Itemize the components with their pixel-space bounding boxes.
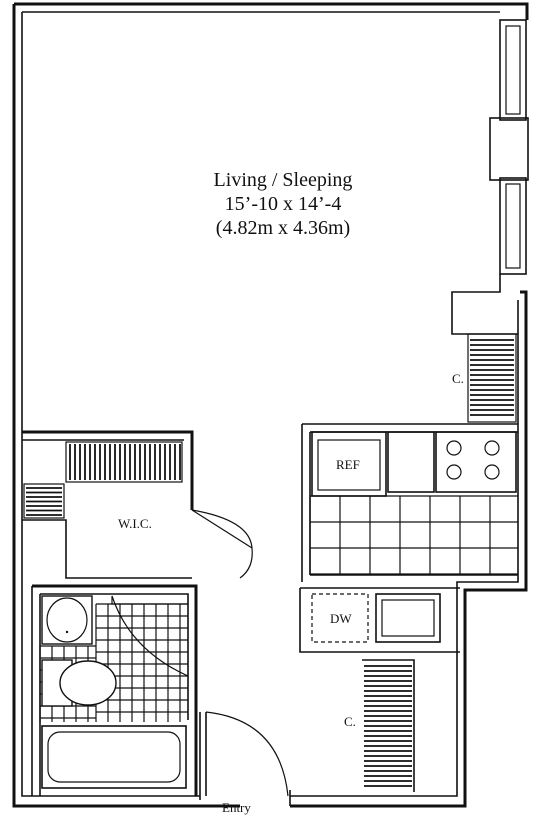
dw-label: DW bbox=[330, 611, 352, 626]
burner-icon bbox=[446, 440, 462, 456]
room-name: Living / Sleeping bbox=[214, 169, 353, 191]
sink-cabinet bbox=[387, 431, 435, 493]
exterior-walls bbox=[12, 2, 529, 808]
wic-rods-top bbox=[69, 444, 181, 480]
closet-lower-rods bbox=[364, 665, 412, 787]
closet-lower bbox=[362, 659, 415, 792]
entry-door bbox=[199, 711, 289, 800]
ref-label: REF bbox=[336, 457, 360, 472]
closet-upper-label: C. bbox=[452, 371, 464, 386]
bathroom-fixtures bbox=[41, 595, 187, 789]
room-dims-metric: (4.82m x 4.36m) bbox=[216, 217, 350, 239]
closet-upper-rods bbox=[470, 339, 514, 416]
windows bbox=[451, 19, 529, 335]
walk-in-closet bbox=[22, 430, 253, 579]
kitchen-floor-tiles bbox=[309, 495, 518, 576]
closet-upper-hatching bbox=[467, 333, 517, 423]
burner-icon bbox=[484, 464, 500, 480]
sink bbox=[375, 593, 441, 643]
room-dims-imperial: 15’-10 x 14’-4 bbox=[225, 193, 342, 215]
stove bbox=[435, 431, 517, 493]
wic-label: W.I.C. bbox=[118, 516, 152, 531]
bathtub bbox=[41, 725, 187, 789]
lower-counter bbox=[299, 587, 460, 653]
burner-icon bbox=[446, 464, 462, 480]
dishwasher bbox=[311, 593, 369, 643]
closet-lower-label: C. bbox=[344, 714, 356, 729]
toilet-bowl bbox=[59, 660, 117, 706]
lavatory-sink bbox=[46, 597, 88, 643]
wic-rods-side bbox=[26, 487, 62, 516]
burner-icon bbox=[484, 440, 500, 456]
entry-label: Entry bbox=[222, 800, 251, 815]
kitchen bbox=[301, 423, 518, 582]
